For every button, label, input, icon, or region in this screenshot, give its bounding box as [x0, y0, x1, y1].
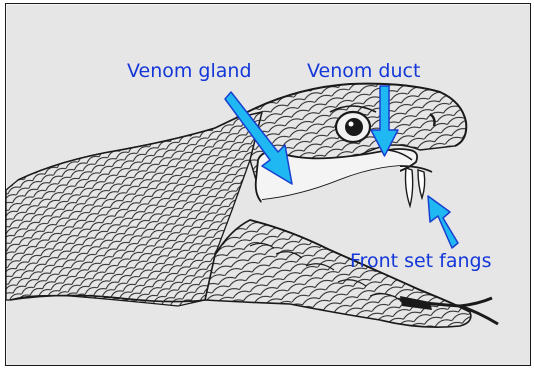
front-fangs-arrow — [428, 196, 458, 248]
venom-duct-label: Venom duct — [307, 60, 420, 82]
fang — [418, 170, 425, 198]
venom-gland-label: Venom gland — [127, 60, 252, 82]
fang — [406, 168, 413, 206]
front-fangs-label: Front set fangs — [350, 250, 492, 272]
